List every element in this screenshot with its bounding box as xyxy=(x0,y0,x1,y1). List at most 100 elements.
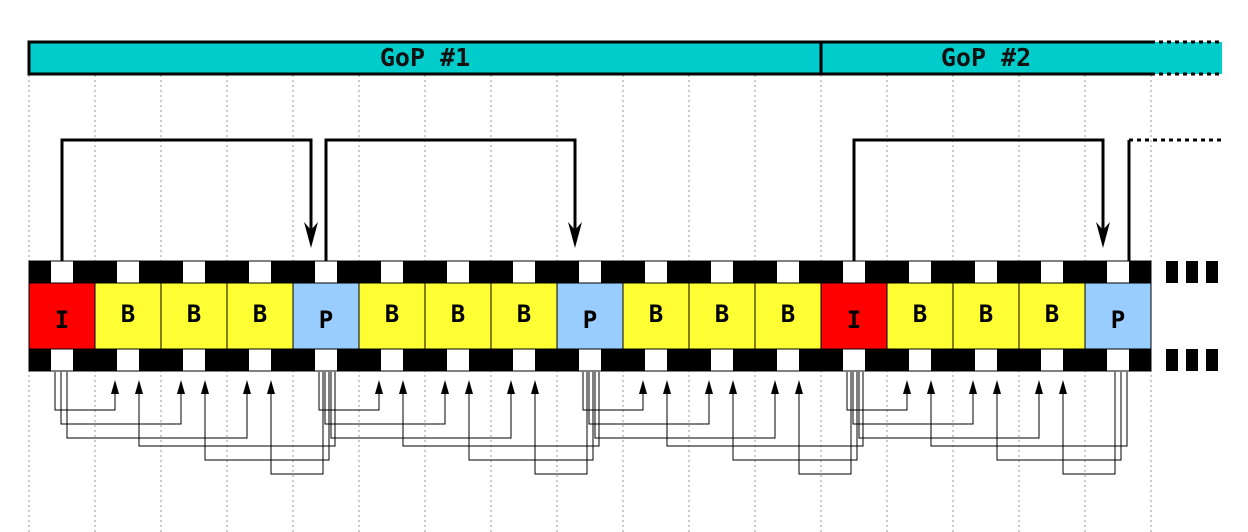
forward-ref-line xyxy=(732,372,858,461)
arrowhead xyxy=(111,380,119,394)
frame-label: I xyxy=(847,306,861,334)
forward-ref-arrow xyxy=(852,138,1105,261)
sprocket-hole xyxy=(425,261,447,283)
sprocket-hole xyxy=(931,261,953,283)
frame-label: B xyxy=(1045,300,1059,328)
frame-b xyxy=(490,282,558,350)
arrowhead xyxy=(663,380,671,394)
sprocket-hole xyxy=(733,261,755,283)
sprocket-hole xyxy=(293,349,315,371)
sprocket-hole xyxy=(1129,349,1151,371)
sprocket-hole xyxy=(1063,261,1085,283)
sprocket-hole xyxy=(557,349,579,371)
arrowhead xyxy=(243,380,251,394)
frame-label: B xyxy=(715,300,729,328)
frame-b xyxy=(1018,282,1086,350)
sprocket-hole xyxy=(953,349,975,371)
sprocket-hole xyxy=(689,349,711,371)
sprocket-hole xyxy=(227,261,249,283)
sprocket-hole xyxy=(359,349,381,371)
sprocket-hole xyxy=(755,261,777,283)
forward-reference-arrows xyxy=(60,138,1222,261)
arrowhead xyxy=(795,380,803,394)
arrowhead xyxy=(177,380,185,394)
sprocket-hole xyxy=(95,261,117,283)
sprocket-hole xyxy=(733,349,755,371)
sprocket-hole xyxy=(953,261,975,283)
backward-ref-line xyxy=(318,372,380,411)
film-sprocket-strips xyxy=(28,260,1218,372)
frame-label: B xyxy=(913,300,927,328)
frame-p xyxy=(1084,282,1152,350)
forward-ref-line xyxy=(270,372,324,475)
sprocket-hole xyxy=(95,349,117,371)
sprocket-hole xyxy=(29,261,51,283)
frame-label: P xyxy=(1111,306,1125,334)
frame-b xyxy=(94,282,162,350)
forward-ref-line xyxy=(204,372,330,461)
arrowhead xyxy=(705,380,713,394)
frame-b xyxy=(424,282,492,350)
sprocket-hole xyxy=(821,349,843,371)
forward-ref-line xyxy=(666,372,864,447)
sprocket-hole xyxy=(469,349,491,371)
sprocket-hole xyxy=(623,261,645,283)
sprocket-hole xyxy=(799,261,821,283)
arrowhead xyxy=(1096,222,1110,248)
arrowhead xyxy=(375,380,383,394)
frame-b xyxy=(358,282,426,350)
sprocket-hole xyxy=(491,349,513,371)
sprocket-hole xyxy=(271,349,293,371)
sprocket-hole xyxy=(799,349,821,371)
sprocket-hole xyxy=(205,349,227,371)
sprocket-continuation xyxy=(1166,261,1178,283)
forward-ref-line xyxy=(1062,372,1116,475)
frame-b xyxy=(754,282,822,350)
arrowhead xyxy=(729,380,737,394)
sprocket-continuation xyxy=(1206,349,1218,371)
arrowhead xyxy=(201,380,209,394)
sprocket-hole xyxy=(491,261,513,283)
sprocket-hole xyxy=(1063,349,1085,371)
backward-ref-line xyxy=(852,372,974,425)
backward-ref-line xyxy=(54,372,116,411)
frame-label: B xyxy=(517,300,531,328)
gop-bar xyxy=(29,42,821,74)
backward-ref-line xyxy=(60,372,182,425)
arrowhead xyxy=(993,380,1001,394)
gop-bar-border xyxy=(819,40,1151,76)
frame-label: B xyxy=(253,300,267,328)
frame-i xyxy=(820,282,888,350)
sprocket-hole xyxy=(997,349,1019,371)
arrowhead xyxy=(639,380,647,394)
backward-ref-line xyxy=(582,372,644,411)
forward-ref-line xyxy=(996,372,1122,461)
sprocket-hole xyxy=(139,349,161,371)
sprocket-hole xyxy=(403,349,425,371)
frame-b xyxy=(886,282,954,350)
frame-label: B xyxy=(187,300,201,328)
frame-b xyxy=(688,282,756,350)
arrowhead xyxy=(531,380,539,394)
sprocket-hole xyxy=(271,261,293,283)
sprocket-hole xyxy=(557,261,579,283)
sprocket-hole xyxy=(623,349,645,371)
sprocket-hole xyxy=(161,261,183,283)
forward-ref-line xyxy=(534,372,588,475)
backward-ref-line xyxy=(858,372,1040,439)
sprocket-hole xyxy=(535,349,557,371)
sprocket-hole xyxy=(469,261,491,283)
frame-label: B xyxy=(649,300,663,328)
backward-ref-line xyxy=(846,372,908,411)
frame-b xyxy=(952,282,1020,350)
arrowhead xyxy=(441,380,449,394)
backward-ref-line xyxy=(330,372,512,439)
frame-label: B xyxy=(121,300,135,328)
frame-label: P xyxy=(319,306,333,334)
frame-label: B xyxy=(979,300,993,328)
sprocket-continuation xyxy=(1206,261,1218,283)
vertical-guide-lines xyxy=(28,75,1152,532)
sprocket-hole xyxy=(403,261,425,283)
